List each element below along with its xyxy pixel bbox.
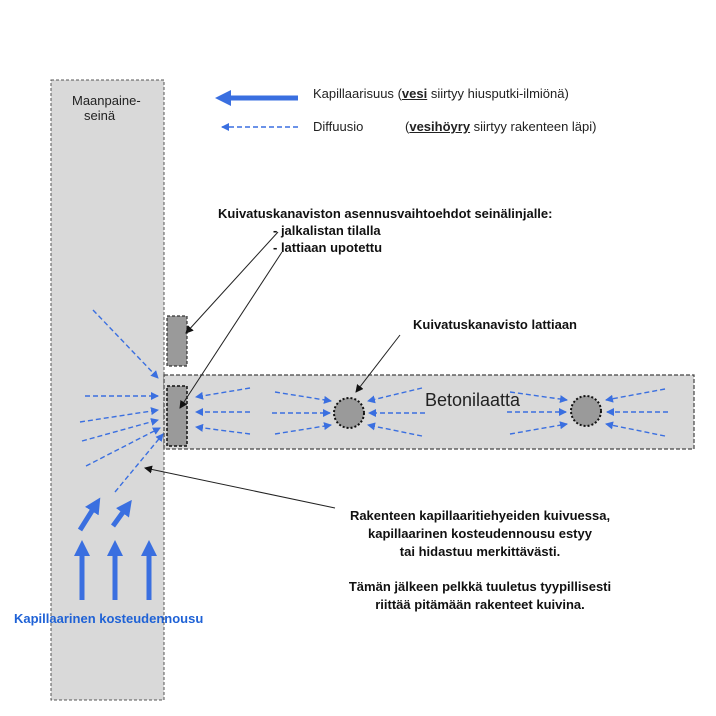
legend-diffusion-label: Diffuusio <box>313 119 364 134</box>
floor-duct-1 <box>333 397 365 429</box>
description-block-2: Tämän jälkeen pelkkä tuuletus tyypillise… <box>348 579 612 612</box>
wall-label: Maanpaine- seinä <box>72 93 141 123</box>
floor-duct-2 <box>570 395 602 427</box>
legend-diffusion-desc: (vesihöyry siirtyy rakenteen läpi) <box>405 119 597 134</box>
embedded-duct <box>166 385 188 447</box>
legend-capillary-label: Kapillaarisuus (vesi siirtyy hiusputki-i… <box>313 86 569 101</box>
options-title: Kuivatuskanaviston asennusvaihtoehdot se… <box>218 206 553 221</box>
option-embedded: - lattiaan upotettu <box>273 240 383 255</box>
wall-diffusion-arrows <box>79 309 164 493</box>
option-baseboard: - jalkalistan tilalla <box>273 223 381 238</box>
concrete-slab <box>163 374 695 450</box>
leader-lines <box>144 231 401 509</box>
retaining-wall <box>50 79 165 701</box>
baseboard-duct <box>166 315 188 367</box>
slab-label: Betonilaatta <box>425 390 521 410</box>
description-block: Rakenteen kapillaaritiehyeiden kuivuessa… <box>349 508 611 559</box>
capillary-arrows <box>74 497 157 600</box>
capillary-caption: Kapillaarinen kosteudennousu <box>14 611 204 626</box>
slab-diffusion-arrows <box>195 387 668 437</box>
floor-duct-label: Kuivatuskanavisto lattiaan <box>413 317 577 332</box>
